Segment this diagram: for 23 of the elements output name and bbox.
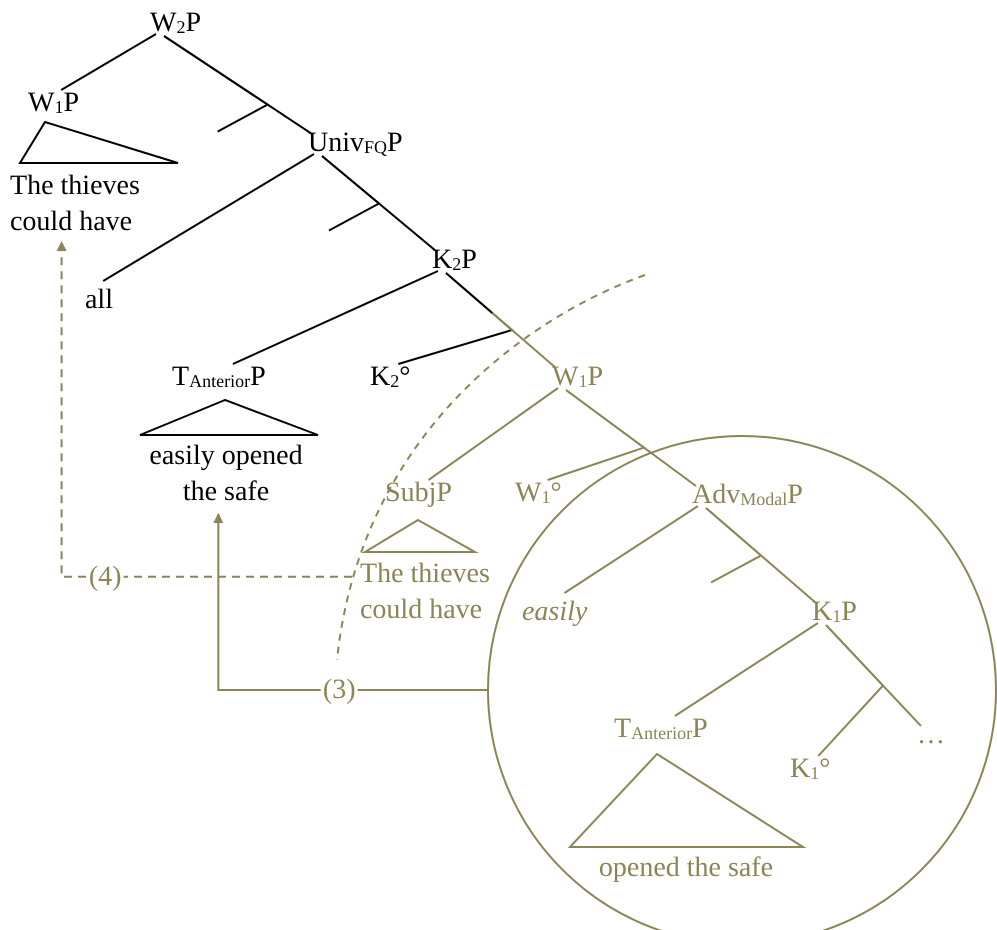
node-label: … (917, 720, 945, 750)
tree-branch (445, 272, 557, 369)
tree-branch (564, 505, 699, 594)
tree-branch (428, 387, 559, 481)
phrase-text: The thieves could have (360, 557, 491, 627)
arrow (56, 241, 352, 578)
tree-branch (60, 33, 156, 91)
node-label: all (85, 285, 113, 315)
tree-branch (565, 389, 697, 487)
arrow (213, 513, 487, 691)
tree-branch (674, 622, 819, 717)
tree-branch (102, 153, 315, 282)
tree-branch (163, 35, 270, 132)
tree-branch (232, 270, 438, 365)
node-label: SubjP (385, 478, 452, 508)
node-label: easily (522, 597, 588, 627)
tree-branch (705, 507, 763, 584)
phrase-text: opened the safe (598, 851, 774, 885)
tree-branch (825, 624, 922, 727)
tree-branch (321, 155, 381, 232)
phrase-text: easily opened the safe (148, 439, 304, 509)
phrase-text: The thieves could have (10, 169, 141, 239)
circle-outline (487, 435, 997, 930)
